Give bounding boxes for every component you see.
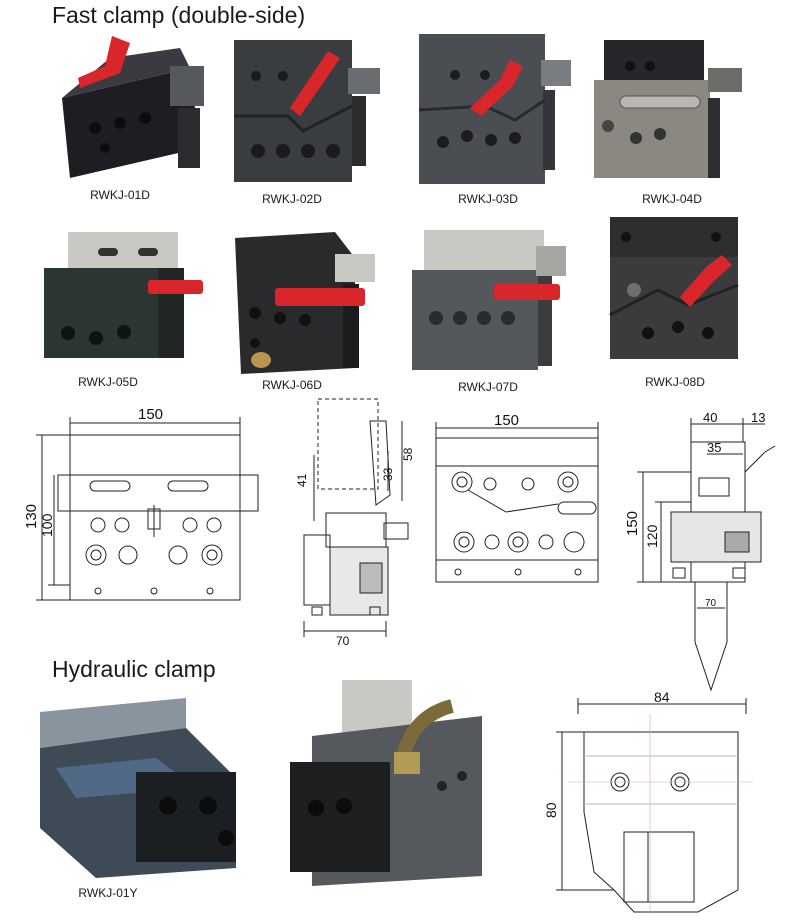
model-code-08d: RWKJ-08D xyxy=(645,375,705,389)
dim-side2-base: 70 xyxy=(705,598,717,609)
product-photo-03d xyxy=(415,30,575,190)
hydraulic-clamp-heading: Hydraulic clamp xyxy=(52,656,216,682)
model-code-02d: RWKJ-02D xyxy=(262,192,322,206)
model-code-04d: RWKJ-04D xyxy=(642,192,702,206)
product-photo-01y xyxy=(36,688,246,878)
dim-side2-h1: 150 xyxy=(625,511,641,536)
side-view-drawing-1: 58 41 33 70 xyxy=(290,395,430,645)
model-code-05d: RWKJ-05D xyxy=(78,375,138,389)
fast-clamp-heading: Fast clamp (double-side) xyxy=(52,2,306,28)
front-view-drawing-2: 150 xyxy=(428,412,613,587)
product-photo-02d xyxy=(228,36,388,186)
dim-side2-w1: 40 xyxy=(703,412,717,425)
front-view-drawing-1: 150 130 100 xyxy=(18,405,278,610)
dim-front1-width: 150 xyxy=(138,406,163,423)
product-photo-hydraulic-2 xyxy=(282,676,492,891)
product-photo-08d xyxy=(608,215,748,365)
dim-side1-upper: 41 xyxy=(295,473,309,487)
dim-side2-h2: 120 xyxy=(644,524,660,548)
side-view-drawing-2: 40 13 35 150 120 70 xyxy=(625,412,795,697)
dim-hyd-height: 80 xyxy=(543,802,559,818)
product-photo-07d xyxy=(408,226,573,376)
model-code-07d: RWKJ-07D xyxy=(458,380,518,394)
model-code-01d: RWKJ-01D xyxy=(90,188,150,202)
dim-side2-w2: 13 xyxy=(751,412,765,425)
product-photo-04d xyxy=(590,38,750,188)
dim-front2-width: 150 xyxy=(494,412,519,429)
dim-front1-height-inner: 100 xyxy=(39,513,55,537)
dim-hyd-width: 84 xyxy=(654,692,670,705)
product-photo-05d xyxy=(38,228,208,368)
product-photo-01d xyxy=(50,28,210,178)
product-photo-06d xyxy=(225,228,385,378)
dim-side1-base: 70 xyxy=(336,634,350,645)
hydraulic-clamp-drawing: 84 80 xyxy=(538,692,763,917)
dim-side2-w3: 35 xyxy=(707,440,721,455)
dim-side1-top: 58 xyxy=(401,447,415,461)
dim-side1-mid: 33 xyxy=(381,467,395,481)
dim-front1-height-outer: 130 xyxy=(23,504,40,529)
model-code-01y: RWKJ-01Y xyxy=(78,886,138,900)
model-code-03d: RWKJ-03D xyxy=(458,192,518,206)
model-code-06d: RWKJ-06D xyxy=(262,378,322,392)
